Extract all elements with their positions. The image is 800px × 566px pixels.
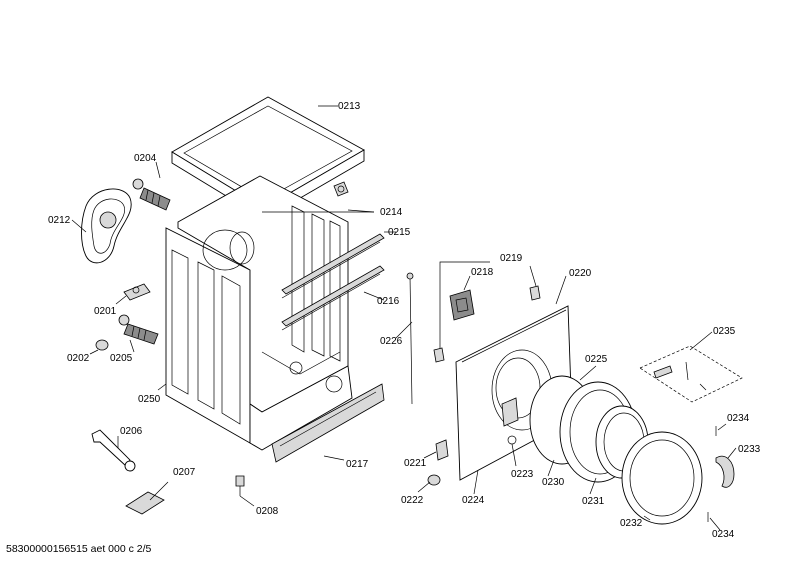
control-module-part[interactable] (449, 289, 475, 321)
document-footer-code: 58300000156515 aet 000 c 2/5 (6, 543, 152, 555)
label-0235: 0235 (713, 326, 736, 337)
label-0221: 0221 (404, 458, 427, 469)
label-0223: 0223 (511, 469, 534, 480)
label-0250: 0250 (138, 394, 161, 405)
label-0201: 0201 (94, 306, 117, 317)
cross-rail-part[interactable] (281, 233, 385, 299)
label-0219: 0219 (500, 253, 523, 264)
label-0222: 0222 (401, 495, 424, 506)
label-0206: 0206 (120, 426, 143, 437)
label-0202: 0202 (67, 353, 90, 364)
label-0233: 0233 (738, 444, 761, 455)
label-0234-lower: 0234 (712, 529, 735, 540)
drain-hose-part[interactable] (118, 314, 159, 345)
label-0220: 0220 (569, 268, 592, 279)
pin-part[interactable] (707, 426, 717, 522)
bracket-part[interactable] (333, 181, 349, 197)
hinge-clip-part[interactable] (435, 439, 449, 461)
rod-part[interactable] (406, 272, 414, 405)
label-0225: 0225 (585, 354, 608, 365)
label-0204: 0204 (134, 153, 157, 164)
label-0232: 0232 (620, 518, 643, 529)
wrench-tool-part[interactable] (91, 429, 136, 472)
mounting-plate-part[interactable] (125, 491, 165, 515)
top-cover-part[interactable] (171, 96, 365, 220)
cross-rail-lower-part[interactable] (281, 265, 385, 331)
label-0216: 0216 (377, 296, 400, 307)
label-0218: 0218 (471, 267, 494, 278)
label-0212: 0212 (48, 215, 71, 226)
label-0208: 0208 (256, 506, 279, 517)
label-0205: 0205 (110, 353, 133, 364)
plinth-panel-part[interactable] (271, 383, 385, 463)
clip-part[interactable] (123, 283, 151, 301)
label-0213: 0213 (338, 101, 361, 112)
label-0207: 0207 (173, 467, 196, 478)
label-0226: 0226 (380, 336, 403, 347)
small-parts-kit[interactable] (639, 345, 743, 403)
rear-cover-part[interactable] (81, 188, 132, 264)
label-0214: 0214 (380, 207, 403, 218)
label-0217: 0217 (346, 459, 369, 470)
foot-part[interactable] (95, 339, 109, 351)
label-0231: 0231 (582, 496, 605, 507)
label-0234-upper: 0234 (727, 413, 750, 424)
door-frame-part[interactable] (621, 431, 703, 525)
inlet-hose-part[interactable] (132, 178, 171, 211)
label-0224: 0224 (462, 495, 485, 506)
knob-part[interactable] (427, 474, 441, 486)
label-0215: 0215 (388, 227, 411, 238)
label-0230: 0230 (542, 477, 565, 488)
cabinet-housing-part[interactable] (165, 175, 353, 451)
lock-clip-part[interactable] (529, 285, 541, 301)
door-handle-part[interactable] (715, 455, 735, 488)
screw-part[interactable] (235, 475, 245, 496)
